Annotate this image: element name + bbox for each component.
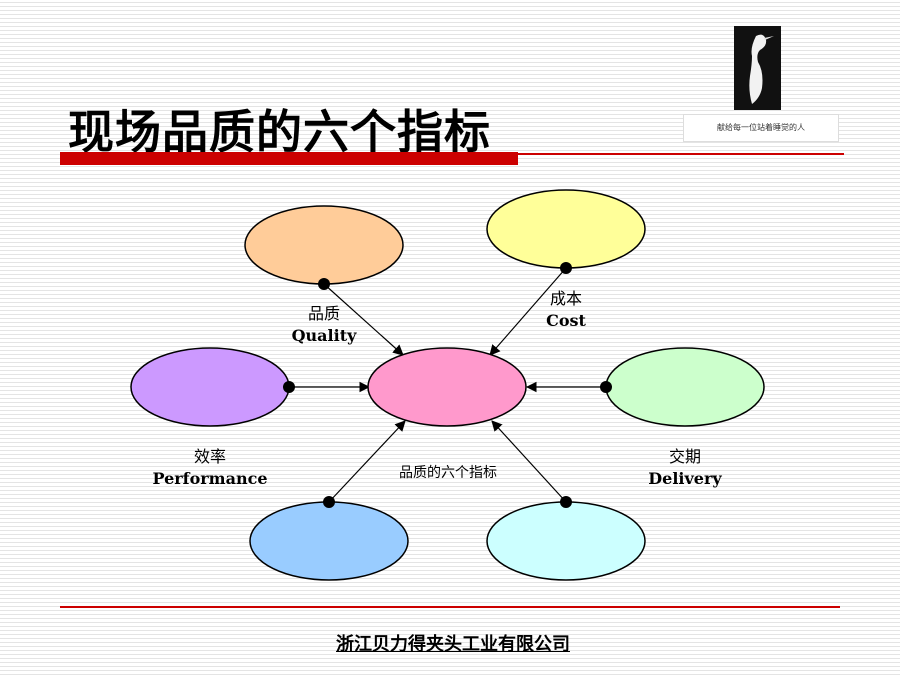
label-delivery-en: Delivery — [648, 469, 722, 488]
node-cost-ellipse — [486, 189, 646, 269]
egret-logo-image — [734, 26, 781, 110]
label-cost: 成本 Cost — [526, 288, 606, 332]
dot-bottom-right — [560, 496, 572, 508]
dot-delivery — [600, 381, 612, 393]
label-quality-en: Quality — [291, 326, 357, 345]
dot-bottom-left — [323, 496, 335, 508]
node-bottom-left-ellipse — [249, 501, 409, 581]
label-cost-cn: 成本 — [549, 289, 582, 308]
logo-caption: 献给每一位站着睡觉的人 — [683, 114, 839, 142]
label-delivery-cn: 交期 — [668, 447, 701, 466]
label-quality: 品质 Quality — [284, 303, 364, 347]
title-underline-rule — [518, 153, 844, 155]
title-underline-bar — [60, 152, 518, 165]
dot-cost — [560, 262, 572, 274]
dot-efficiency — [283, 381, 295, 393]
label-efficiency-en: Performance — [152, 469, 268, 488]
connector-cost — [489, 267, 567, 356]
footer-rule — [60, 606, 840, 608]
node-bottom-right-ellipse — [486, 501, 646, 581]
label-quality-cn: 品质 — [307, 304, 340, 323]
label-efficiency: 效率 Performance — [140, 446, 280, 490]
node-delivery-ellipse — [605, 347, 765, 427]
slide-title: 现场品质的六个指标 — [68, 105, 491, 159]
label-efficiency-cn: 效率 — [193, 447, 226, 466]
center-ellipse — [367, 347, 527, 427]
egret-icon — [734, 26, 781, 110]
company-logo: 献给每一位站着睡觉的人 — [683, 26, 839, 142]
label-cost-en: Cost — [546, 311, 586, 330]
node-efficiency-ellipse — [130, 347, 290, 427]
connector-quality — [323, 283, 404, 356]
label-delivery: 交期 Delivery — [625, 446, 745, 490]
center-label: 品质的六个指标 — [399, 465, 497, 481]
node-quality-ellipse — [244, 205, 404, 285]
connector-bottom-right — [491, 420, 567, 503]
connector-bottom-left — [328, 420, 406, 503]
company-name-footer: 浙江贝力得夹头工业有限公司 — [336, 634, 570, 655]
dot-quality — [318, 278, 330, 290]
